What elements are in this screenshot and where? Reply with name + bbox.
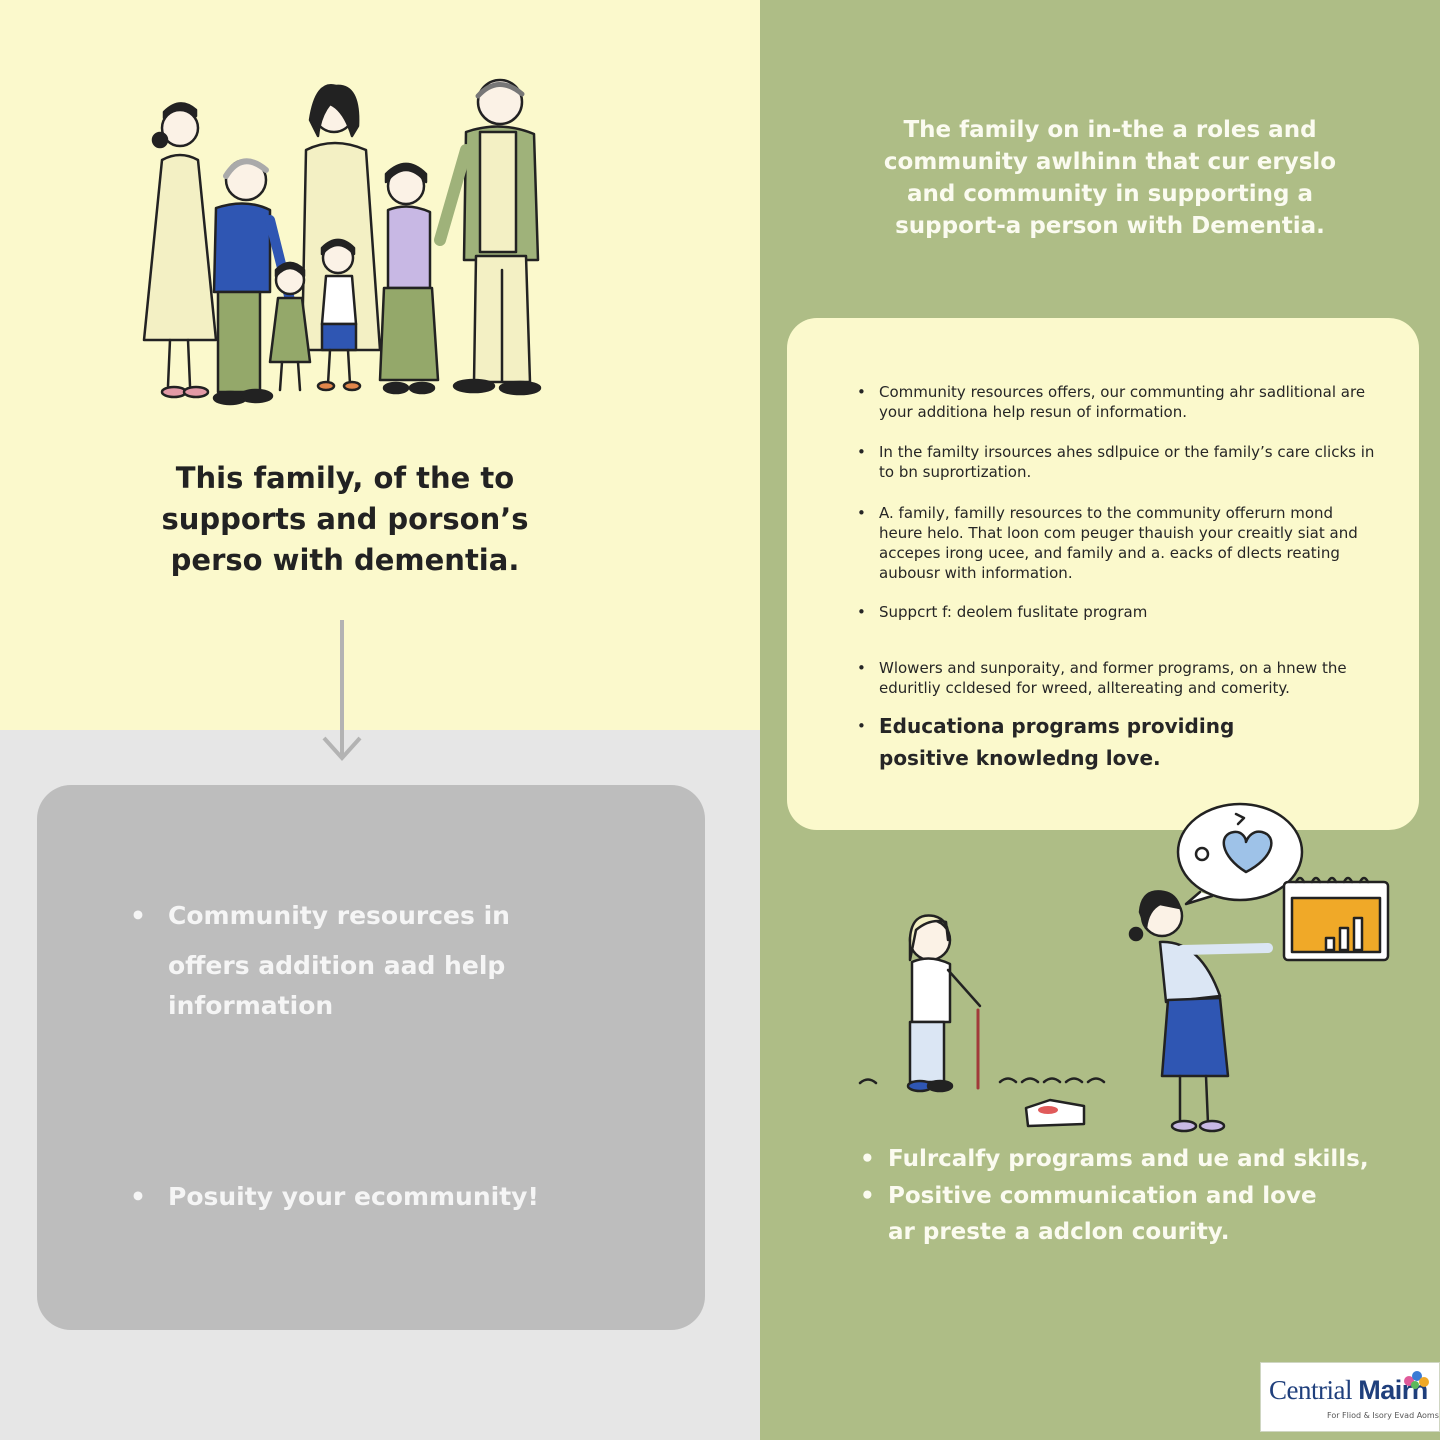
bullet-dot: • [860, 1146, 875, 1172]
bullet-dot: • [130, 1182, 146, 1211]
grey-card-bullet-line: offers addition aad help [168, 951, 506, 980]
bullet-dot: • [860, 1183, 875, 1209]
grey-info-card [37, 785, 705, 1330]
left-caption-line: This family, of the to [175, 461, 515, 495]
family-illustration [142, 78, 542, 406]
brand-logo: Centrial Mairn For Fliod & Isory Evad Ao… [1260, 1362, 1440, 1432]
bullet-dot: • [857, 383, 866, 401]
bullet-dot: • [857, 659, 866, 677]
resources-list-item-text: Educationa programs providing positive k… [879, 714, 1235, 770]
left-caption-line: supports and porson’s [161, 502, 529, 536]
grey-card-bullet-line: Posuity your ecommunity! [168, 1182, 539, 1211]
bullet-dot: • [130, 901, 146, 930]
bullet-dot: • [857, 717, 866, 735]
speech-bubble-heart-icon [1176, 802, 1304, 906]
bullet-dot: • [857, 443, 866, 461]
bullet-dot: • [857, 603, 866, 621]
resources-list-item-text: Suppcrt f: deolem fuslitate program [879, 603, 1148, 621]
logo-word-regular: Centrial [1269, 1375, 1359, 1405]
bullet-dot: • [857, 504, 866, 522]
bottom-bullet-line: Positive communication and love [888, 1183, 1317, 1209]
bottom-bullet-line: Fulrcalfy programs and ue and skills, [888, 1146, 1369, 1172]
right-heading-line: community awlhinn that cur eryslo [883, 149, 1337, 175]
calendar-chart-icon [1282, 876, 1390, 962]
resources-card [787, 318, 1419, 830]
resources-list-item-text: In the familty irsources ahes sdlpuice o… [879, 443, 1375, 481]
bottom-bullet-line: ar preste a adclon courity. [888, 1219, 1230, 1245]
resources-list-item-text: A. family, familly resources to the comm… [879, 504, 1358, 582]
grey-card-bullet-line: Community resources in [168, 901, 510, 930]
scene-illustration [858, 802, 1390, 1133]
logo-tagline: For Fliod & Isory Evad Aoms [1327, 1411, 1439, 1420]
resources-list-item-text: Wlowers and sunporaity, and former progr… [879, 659, 1347, 697]
resources-list-item-text: Community resources offers, our communti… [879, 383, 1366, 421]
right-heading-line: The family on in-the a roles and [903, 117, 1317, 143]
down-arrow-icon [322, 620, 362, 761]
right-heading-line: support-a person with Dementia. [895, 213, 1325, 239]
left-caption: This family, of the to supports and pors… [150, 458, 540, 581]
right-heading: The family on in-the a roles and communi… [880, 114, 1340, 242]
left-caption-line: perso with dementia. [170, 543, 520, 577]
logo-mark-icon [1404, 1371, 1429, 1389]
grey-card-bullet-line: information [168, 991, 334, 1020]
right-heading-line: and community in supporting a [906, 181, 1313, 207]
